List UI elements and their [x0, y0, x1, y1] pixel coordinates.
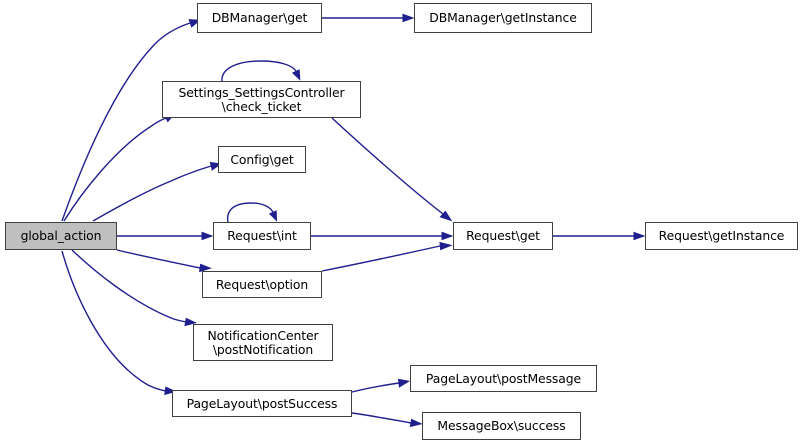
edge-request_int-self-loop — [226, 202, 278, 223]
node-label: DBManager\get — [211, 10, 308, 26]
edge-request_int-to-request_get — [311, 231, 454, 241]
node-pagelayout-postsuccess[interactable]: PageLayout\postSuccess — [172, 390, 352, 417]
node-label: DBManager\getInstance — [429, 10, 577, 26]
node-label: Request\get — [466, 228, 540, 244]
edge-pagelayout_postsuccess-to-pagelayout_postmessage — [351, 378, 411, 393]
node-messagebox-success[interactable]: MessageBox\success — [422, 412, 581, 440]
node-dbmanager-get[interactable]: DBManager\get — [197, 3, 322, 33]
edge-global_action-to-config_get — [92, 161, 222, 222]
edge-global_action-to-settings_check_ticket — [63, 113, 176, 222]
edge-request_get-to-request_getinstance — [553, 231, 646, 241]
node-pagelayout-postmessage[interactable]: PageLayout\postMessage — [410, 365, 597, 392]
edge-global_action-to-request_int — [117, 231, 214, 241]
edge-global_action-to-notificationcenter_postnotification — [71, 249, 197, 327]
node-label: PageLayout\postSuccess — [186, 395, 338, 411]
edge-settings_check_ticket-to-request_get — [331, 117, 453, 222]
node-request-getinstance[interactable]: Request\getInstance — [645, 222, 798, 250]
node-request-option[interactable]: Request\option — [202, 271, 322, 298]
node-config-get[interactable]: Config\get — [218, 146, 306, 173]
edge-global_action-to-request_option — [116, 249, 212, 273]
edge-global_action-to-dbmanager_get — [61, 19, 201, 222]
node-label: Request\getInstance — [658, 228, 785, 244]
node-label: Config\get — [230, 151, 294, 167]
node-label: Request\int — [227, 228, 297, 244]
node-label: Settings_SettingsController \check_ticke… — [178, 84, 345, 114]
node-notificationcenter-postnotification[interactable]: NotificationCenter \postNotification — [193, 324, 333, 361]
edge-request_option-to-request_get — [321, 241, 453, 272]
node-request-get[interactable]: Request\get — [453, 222, 553, 250]
node-label: PageLayout\postMessage — [425, 370, 582, 386]
edge-pagelayout_postsuccess-to-messagebox_success — [351, 412, 423, 428]
node-settings-settingscontroller-check-ticket[interactable]: Settings_SettingsController \check_ticke… — [162, 81, 361, 118]
node-label: Request\option — [215, 276, 309, 292]
node-dbmanager-getinstance[interactable]: DBManager\getInstance — [414, 3, 592, 33]
edge-global_action-to-pagelayout_postsuccess — [61, 250, 177, 396]
node-label: global_action — [20, 228, 102, 244]
edge-settings_check_ticket-self-loop — [221, 60, 301, 82]
node-request-int[interactable]: Request\int — [213, 222, 311, 250]
node-label: MessageBox\success — [437, 418, 566, 434]
node-global-action[interactable]: global_action — [5, 222, 117, 250]
node-label: NotificationCenter \postNotification — [207, 327, 319, 357]
edge-dbmanager_get-to-dbmanager_getinstance — [322, 13, 415, 23]
